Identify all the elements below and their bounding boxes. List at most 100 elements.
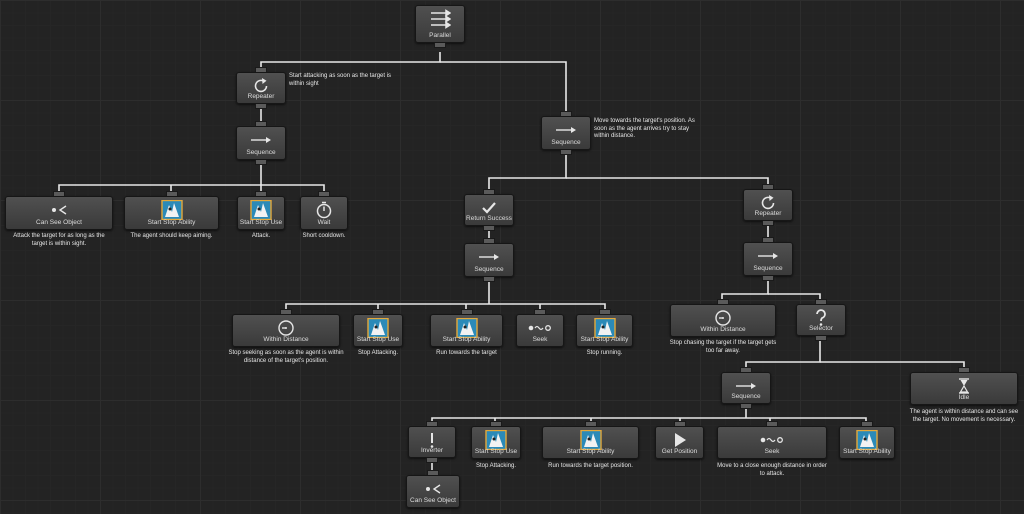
sequence-node[interactable]: Sequence	[743, 237, 793, 281]
node-label: Selector	[809, 325, 833, 332]
parallel-icon	[416, 8, 464, 30]
start-stop-use-node[interactable]: Start Stop Use	[237, 191, 285, 230]
node-label: Start Stop Ability	[843, 448, 891, 455]
repeater-node[interactable]: Repeater	[743, 184, 793, 226]
eye-sight-icon	[407, 478, 459, 500]
node-label: Within Distance	[263, 336, 309, 343]
node-label: Sequence	[246, 149, 276, 156]
repeater-node[interactable]: Repeater	[236, 67, 286, 109]
sequence-arrow-icon	[542, 119, 590, 141]
return-success-node[interactable]: Return Success	[464, 189, 514, 231]
node-label: Can See Object	[410, 497, 456, 504]
node-label: Get Position	[661, 448, 698, 455]
sequence-node[interactable]: Sequence	[464, 238, 514, 282]
distance-icon	[671, 307, 775, 329]
node-label: Repeater	[754, 210, 782, 217]
wire	[488, 155, 567, 192]
wire	[58, 184, 325, 192]
question-mark-icon	[797, 307, 845, 329]
parallel-node[interactable]: Parallel	[415, 5, 465, 48]
node-label: Start Stop Use	[474, 448, 518, 455]
start-stop-use-node[interactable]: Start Stop Use	[353, 309, 403, 347]
node-label: Within Distance	[700, 326, 746, 333]
use-task-icon	[354, 317, 402, 339]
eye-sight-icon	[6, 199, 112, 221]
ability-task-icon	[125, 199, 218, 221]
start-stop-ability-node[interactable]: Start Stop Ability	[839, 421, 895, 459]
within-distance-node[interactable]: Within Distance	[232, 309, 340, 347]
node-label: Start Stop Ability	[566, 448, 615, 455]
wire	[820, 361, 965, 370]
checkmark-icon	[465, 197, 513, 219]
use-task-icon	[472, 429, 520, 451]
play-icon	[656, 429, 703, 451]
wait-node[interactable]: Wait	[300, 191, 348, 230]
idle-node[interactable]: Idle	[910, 367, 1018, 405]
node-comment: Stop Attacking.	[475, 463, 517, 469]
wire	[260, 52, 441, 68]
node-label: Can See Object	[36, 219, 82, 226]
repeat-icon	[744, 192, 792, 214]
sequence-arrow-icon	[744, 245, 792, 267]
node-label: Seek	[764, 448, 780, 455]
node-label: Repeater	[247, 93, 275, 100]
node-label: Wait	[317, 219, 331, 226]
node-comment: Attack the target for as long as the tar…	[13, 233, 105, 247]
can-see-object-node[interactable]: Can See Object	[5, 191, 113, 230]
ability-task-icon	[543, 429, 638, 451]
start-stop-ability-node[interactable]: Start Stop Ability	[124, 191, 219, 230]
wire	[566, 177, 769, 187]
wire	[768, 293, 821, 302]
node-label: Start Stop Ability	[580, 336, 629, 343]
seek-node[interactable]: Seek	[717, 421, 827, 459]
can-see-object-node[interactable]: Can See Object	[406, 470, 460, 508]
node-label: Sequence	[474, 266, 504, 273]
sequence-node[interactable]: Sequence	[236, 121, 286, 165]
node-comment: Stop running.	[586, 350, 623, 356]
selector-node[interactable]: Selector	[796, 299, 846, 341]
wire	[285, 303, 606, 311]
seek-icon	[517, 317, 563, 339]
ability-task-icon	[840, 429, 894, 451]
node-label: Sequence	[731, 393, 761, 400]
node-comment: Move to a close enough distance in order…	[717, 463, 827, 477]
node-comment: Stop chasing the target if the target ge…	[669, 340, 777, 354]
exclamation-icon	[409, 429, 455, 451]
node-comment: Start attacking as soon as the target is…	[289, 73, 392, 87]
node-label: Start Stop Ability	[442, 336, 491, 343]
node-label: Parallel	[429, 32, 451, 39]
start-stop-ability-node[interactable]: Start Stop Ability	[542, 421, 639, 459]
inverter-node[interactable]: Inverter	[408, 421, 456, 463]
node-comment: Move towards the target's position. As s…	[594, 118, 695, 139]
node-comment: The agent should keep aiming.	[130, 233, 213, 239]
within-distance-node[interactable]: Within Distance	[670, 299, 776, 337]
repeat-icon	[237, 75, 285, 97]
node-comment: Attack.	[251, 233, 271, 239]
seek-icon	[718, 429, 826, 451]
ability-task-icon	[431, 317, 502, 339]
seek-node[interactable]: Seek	[516, 309, 564, 347]
hourglass-icon	[911, 375, 1017, 397]
use-task-icon	[238, 199, 284, 221]
sequence-arrow-icon	[722, 375, 770, 397]
start-stop-ability-node[interactable]: Start Stop Ability	[576, 309, 633, 347]
node-label: Seek	[532, 336, 548, 343]
start-stop-use-node[interactable]: Start Stop Use	[471, 421, 521, 459]
node-label: Start Stop Ability	[147, 219, 196, 226]
node-comment: Run towards the target	[436, 350, 497, 356]
sequence-node[interactable]: Sequence	[721, 367, 771, 409]
distance-icon	[233, 317, 339, 339]
wire	[745, 340, 821, 370]
ability-task-icon	[577, 317, 632, 339]
node-label: Idle	[958, 394, 970, 401]
node-label: Sequence	[753, 265, 783, 272]
node-comment: The agent is within distance and can see…	[909, 409, 1019, 423]
node-label: Inverter	[420, 447, 444, 454]
get-position-node[interactable]: Get Position	[655, 421, 704, 459]
start-stop-ability-node[interactable]: Start Stop Ability	[430, 309, 503, 347]
node-comment: Stop Attacking.	[357, 350, 399, 356]
sequence-arrow-icon	[465, 246, 513, 268]
sequence-node[interactable]: Sequence	[541, 111, 591, 155]
node-comment: Stop seeking as soon as the agent is wit…	[228, 350, 344, 364]
